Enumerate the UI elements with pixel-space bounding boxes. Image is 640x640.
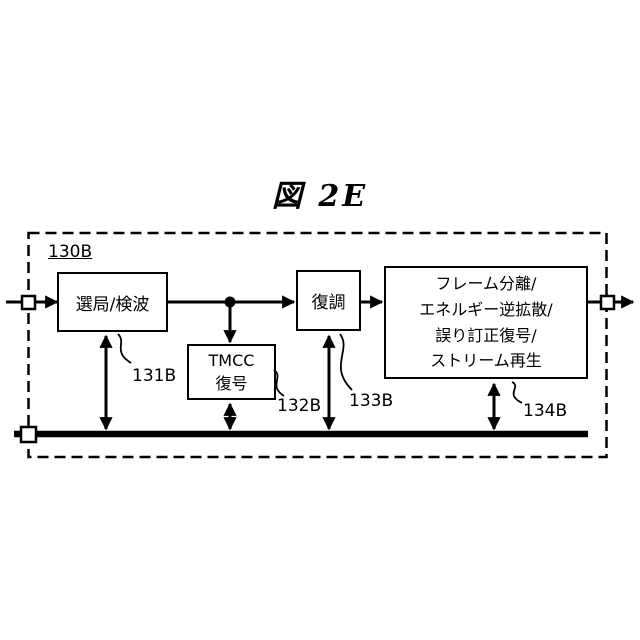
bus-connector-square [19,425,38,444]
block-frame-processing: フレーム分離/ エネルギー逆拡散/ 誤り訂正復号/ ストリーム再生 [384,266,588,379]
block-tmcc-decoder: TMCC 復号 [187,344,276,400]
ref-label-132b: 132B [277,396,322,416]
figure-title: 図 2E [271,179,369,214]
ref-label-133b: 133B [349,391,394,411]
leader-line-131b [117,333,132,364]
junction-dot [224,296,236,308]
block-demod-label: 復調 [311,293,346,313]
ref-label-131b: 131B [132,366,177,386]
block-frame-label-line2: エネルギー逆拡散/ [419,299,553,319]
block-frame-label-line4: ストリーム再生 [430,351,542,371]
outer-box-label: 130B [48,242,93,262]
block-tmcc-label-line1: TMCC [208,350,255,370]
leader-line-134b [511,381,523,404]
block-demodulator: 復調 [296,270,361,331]
input-connector-square [20,294,37,311]
block-frame-label-line1: フレーム分離/ [435,273,537,293]
block-tuner-detector: 選局/検波 [57,272,168,332]
block-tmcc-label-line2: 復号 [215,374,248,393]
ref-label-134b: 134B [523,401,568,421]
output-connector-square [599,294,616,311]
block-tuner-label: 選局/検波 [75,294,150,315]
block-frame-label-line3: 誤り訂正復号/ [435,325,537,345]
leader-line-133b [339,333,353,391]
